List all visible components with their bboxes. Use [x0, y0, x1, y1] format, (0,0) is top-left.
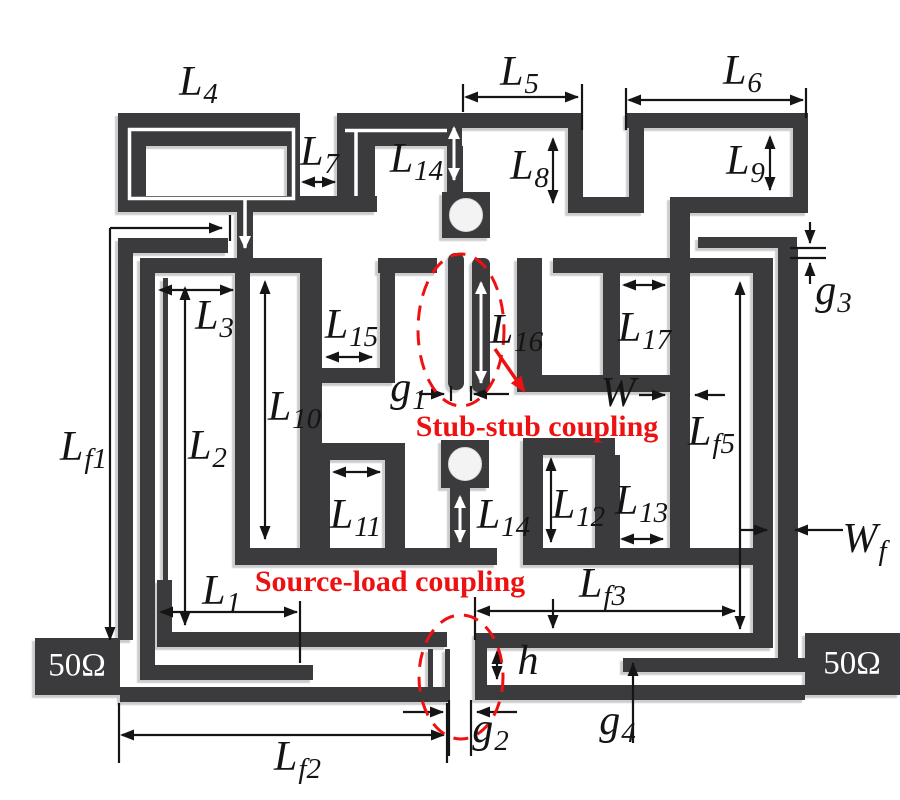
trace-segment — [445, 649, 450, 687]
trace-segment — [523, 548, 765, 565]
fold-line — [127, 127, 296, 201]
label-L9: L9 — [726, 138, 765, 190]
trace-segment — [670, 197, 808, 213]
trace-segment — [378, 258, 437, 273]
stub-stub-arrow — [493, 348, 526, 393]
dimension-lines — [104, 84, 843, 763]
trace-segment — [626, 113, 808, 128]
via-hole-bottom — [448, 447, 482, 481]
stub-stub-coupling-label: Stub-stub coupling — [415, 410, 659, 443]
trace-segment — [603, 273, 620, 375]
trace-segment — [120, 687, 450, 702]
trace-segment — [235, 273, 250, 550]
port-pad-right — [805, 633, 900, 695]
trace-segment — [568, 127, 583, 213]
trace-segment — [322, 368, 395, 383]
label-L12: L12 — [551, 482, 606, 534]
label-Wf: Wf — [842, 516, 887, 568]
label-h: h — [517, 638, 539, 684]
label-L3: L3 — [195, 293, 234, 345]
label-g3: g3 — [815, 268, 852, 320]
trace-segment — [778, 248, 798, 672]
trace-segment — [140, 273, 155, 680]
trace-segment — [475, 685, 805, 700]
trace-segment — [698, 237, 797, 248]
label-L15: L15 — [324, 302, 379, 354]
trace-segment — [235, 548, 497, 565]
label-g1: g1 — [390, 365, 427, 417]
trace-segment — [568, 197, 644, 213]
trace-segment — [517, 375, 690, 392]
trace-segment — [157, 632, 447, 647]
label-Lf2: Lf2 — [274, 734, 321, 786]
trace-segment — [157, 580, 172, 635]
trace-segment — [310, 443, 405, 460]
coupling-annotations — [416, 252, 526, 741]
port-label-left: 50Ω — [48, 647, 106, 684]
label-L14-top: L14 — [389, 136, 444, 188]
trace-segment — [140, 258, 322, 273]
label-L1: L1 — [202, 568, 241, 620]
label-L13: L13 — [614, 478, 669, 530]
trace-segment — [140, 665, 313, 680]
stub-stub-coupling-ellipse — [416, 252, 506, 408]
coupling-stub-left — [448, 253, 464, 390]
label-W: W — [600, 370, 636, 416]
label-g2: g2 — [472, 706, 509, 758]
label-L11: L11 — [329, 492, 382, 544]
trace-segment — [623, 658, 805, 672]
trace-segment — [385, 460, 405, 548]
label-L4: L4 — [179, 59, 218, 111]
trace-segment — [793, 127, 808, 213]
trace-segment — [428, 649, 433, 687]
trace-segment — [118, 253, 133, 640]
label-L6: L6 — [723, 48, 762, 100]
port-pad-left — [35, 638, 120, 695]
label-Lf5: Lf5 — [688, 409, 735, 461]
trace-segment — [462, 113, 583, 128]
label-Lf3: Lf3 — [579, 561, 626, 613]
via-hole-top — [449, 198, 483, 232]
label-L5: L5 — [500, 49, 539, 101]
label-L8: L8 — [510, 143, 549, 195]
label-L14-bottom: L14 — [476, 492, 531, 544]
trace-segment — [475, 633, 773, 648]
white-dimension-arrows — [239, 126, 487, 543]
label-L2: L2 — [188, 423, 227, 475]
source-load-coupling-ellipse — [417, 613, 505, 741]
trace-segment — [753, 273, 773, 648]
trace-segment — [118, 238, 228, 253]
label-L17: L17 — [617, 305, 672, 357]
label-Lf1: Lf1 — [60, 424, 107, 476]
source-load-coupling-label: Source-load coupling — [254, 565, 526, 598]
trace-segment — [118, 113, 300, 212]
trace-segment — [310, 460, 330, 548]
trace-segment — [595, 455, 620, 548]
trace-segment — [523, 455, 543, 548]
trace-segment — [380, 273, 395, 383]
trace-segment — [517, 258, 542, 392]
label-L16: L16 — [489, 307, 544, 359]
trace-segment — [163, 278, 168, 632]
trace-segment — [475, 633, 487, 700]
label-L10: L10 — [267, 384, 322, 436]
trace-segment — [629, 127, 644, 202]
label-g4: g4 — [599, 698, 636, 750]
label-L7: L7 — [300, 129, 339, 181]
port-label-right: 50Ω — [823, 645, 881, 682]
trace-segment — [523, 438, 615, 455]
trace-segment — [553, 258, 773, 273]
